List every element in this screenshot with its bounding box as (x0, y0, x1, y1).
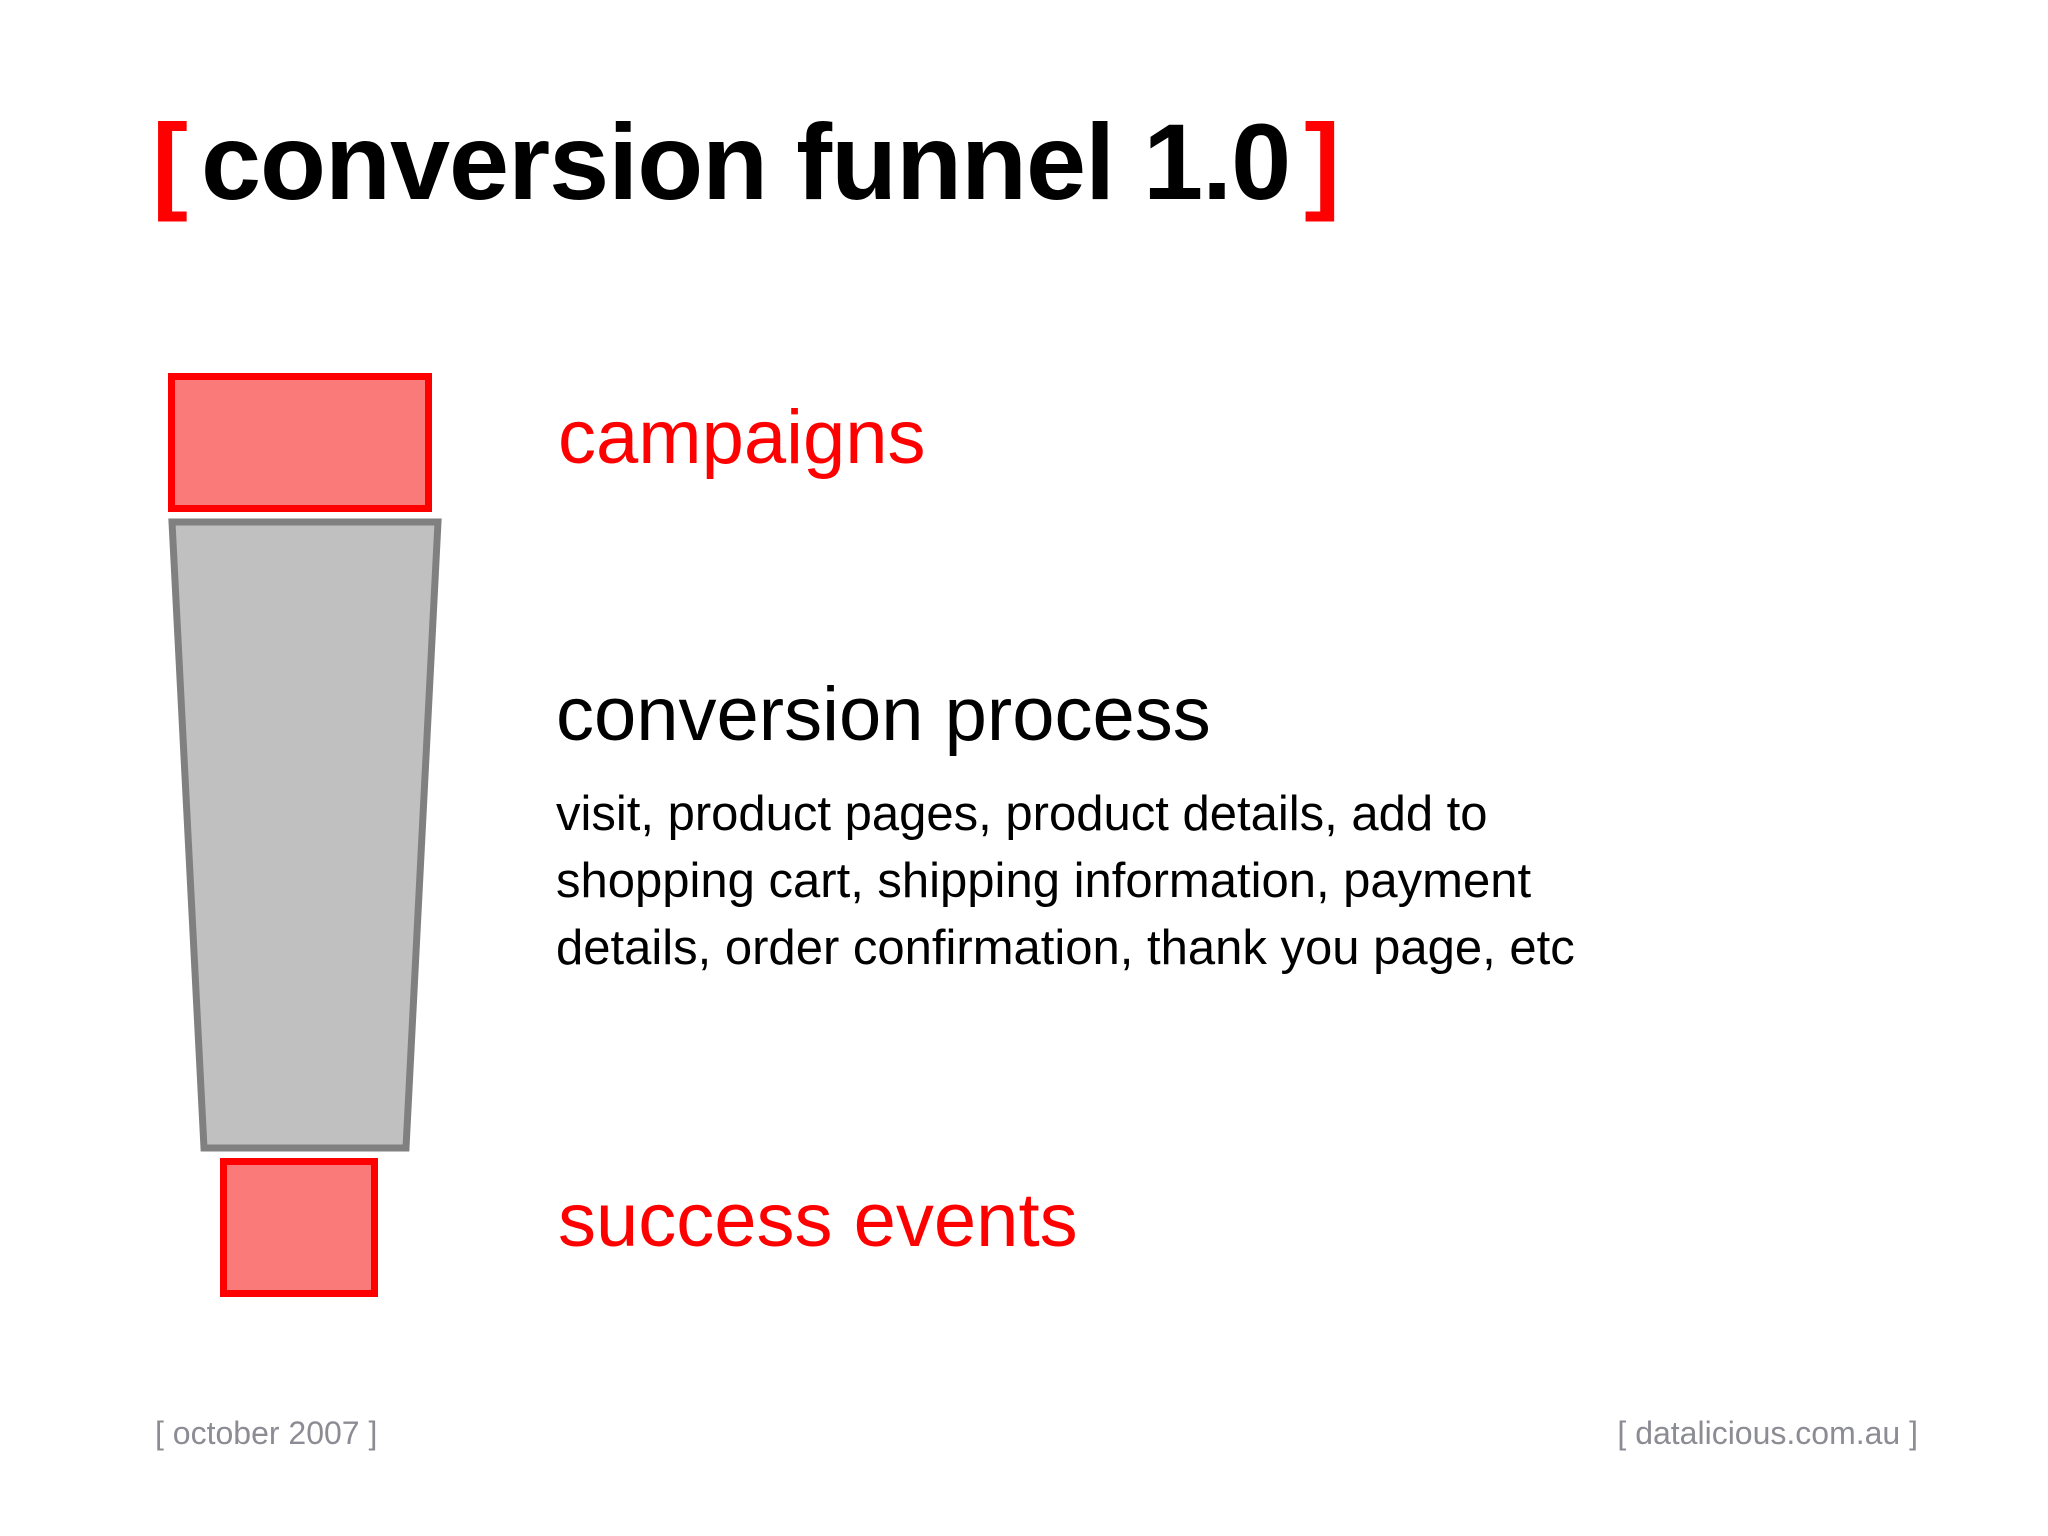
footer-source: [ datalicious.com.au ] (1617, 1415, 1918, 1451)
funnel-stage-conversion-process-shape (168, 518, 442, 1152)
page-title: [conversion funnel 1.0] (152, 108, 1340, 216)
funnel-stage-campaigns-shape (168, 373, 432, 512)
funnel-diagram (0, 0, 560, 1536)
funnel-label-success-events: success events (558, 1178, 1078, 1263)
title-text: conversion funnel 1.0 (200, 101, 1291, 222)
body-line: visit, product pages, product details, a… (556, 787, 1488, 841)
body-line: details, order confirmation, thank you p… (556, 921, 1575, 976)
funnel-stage-success-events-shape (220, 1158, 378, 1297)
body-line: shopping cart, shipping information, pay… (556, 854, 1532, 909)
footer-date: [ october 2007 ] (155, 1415, 378, 1451)
title-close-bracket: ] (1304, 101, 1340, 222)
funnel-heading-conversion-process: conversion process (556, 672, 1211, 757)
funnel-body-conversion-process: visit, product pages, product details, a… (556, 781, 1736, 982)
funnel-label-campaigns: campaigns (558, 395, 926, 480)
title-open-bracket: [ (152, 101, 188, 222)
